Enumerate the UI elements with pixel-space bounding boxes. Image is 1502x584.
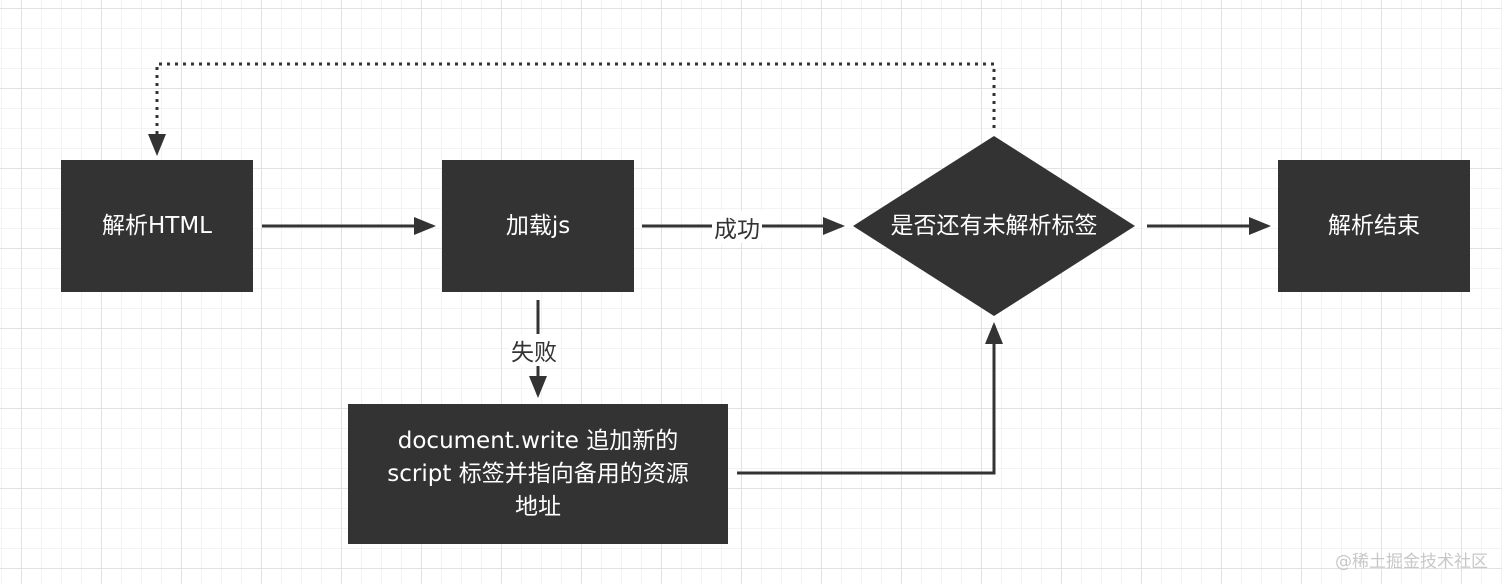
node-parse-html-label: 解析HTML xyxy=(101,212,212,239)
node-parse-end: 解析结束 xyxy=(1278,160,1470,292)
node-load-js: 加载js xyxy=(442,160,634,292)
edge-label-success: 成功 xyxy=(712,211,762,243)
edge-label-fail-text: 失败 xyxy=(511,340,557,366)
node-fallback-label: document.write 追加新的 script 标签并指向备用的资源地址 xyxy=(387,427,689,520)
node-decision: 是否还有未解析标签 xyxy=(853,196,1135,256)
node-parse-html: 解析HTML xyxy=(61,160,253,292)
node-parse-end-label: 解析结束 xyxy=(1328,212,1420,239)
node-fallback: document.write 追加新的 script 标签并指向备用的资源地址 xyxy=(348,404,728,544)
edge-label-success-text: 成功 xyxy=(714,217,760,243)
edge-decision-loop-back xyxy=(148,62,996,156)
edge-fallback-to-decision xyxy=(737,322,1003,475)
decision-diamond-shape xyxy=(853,136,1135,316)
node-load-js-label: 加载js xyxy=(505,212,571,239)
node-decision-label: 是否还有未解析标签 xyxy=(890,212,1098,239)
edge-label-fail: 失败 xyxy=(509,334,559,366)
watermark: @稀土掘金技术社区 xyxy=(1335,552,1488,572)
